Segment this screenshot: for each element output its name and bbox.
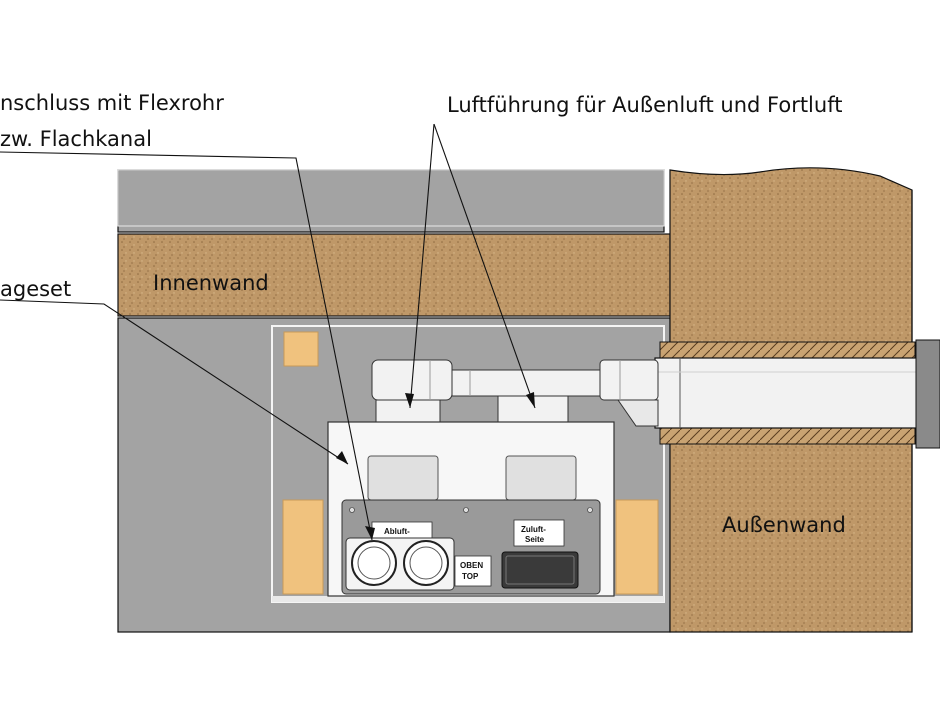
port-right: [403, 540, 449, 586]
insulation-block-top-left: [283, 331, 319, 367]
wall-duct: [654, 357, 918, 429]
upper-grey-area: [117, 169, 665, 233]
insulation-block-bottom-left: [282, 499, 324, 595]
arrowheads: [336, 392, 535, 540]
niche-bottom-strip: [272, 596, 664, 602]
port-left: [351, 540, 397, 586]
leader-anschluss: [0, 151, 373, 541]
leader-luft-right: [433, 123, 536, 409]
zuluft-label-1: Zuluft-: [521, 525, 546, 534]
abluft-label: Abluft-: [384, 527, 410, 536]
top-label: TOP: [462, 572, 479, 581]
outer-hood: [915, 339, 940, 449]
leader-montageset: [0, 299, 349, 465]
wall-sleeve-bottom: [659, 427, 916, 445]
zuluft-plate: [513, 519, 565, 547]
ventilation-unit: [327, 421, 615, 597]
leader-luft-left: [409, 123, 435, 409]
label-aussenwand: Außenwand: [722, 513, 846, 537]
label-anschluss-line1: nschluss mit Flexrohr: [0, 91, 224, 115]
oben-top-plate: [454, 555, 492, 587]
innenwand-band: [117, 233, 671, 317]
label-montageset: ageset: [0, 277, 71, 301]
insulation-block-bottom-right: [615, 499, 659, 595]
label-anschluss-line2: zw. Flachkanal: [0, 127, 152, 151]
zuluft-label-2: Seite: [525, 535, 545, 544]
label-luftfuehrung: Luftführung für Außenluft und Fortluft: [447, 93, 842, 117]
leader-lines: [0, 123, 536, 541]
zuluft-outlet: [501, 551, 579, 589]
oben-label: OBEN: [460, 561, 483, 570]
label-innenwand: Innenwand: [153, 271, 269, 295]
wall-sleeve-top: [659, 341, 916, 359]
upper-grey-inner-line: [117, 169, 665, 227]
